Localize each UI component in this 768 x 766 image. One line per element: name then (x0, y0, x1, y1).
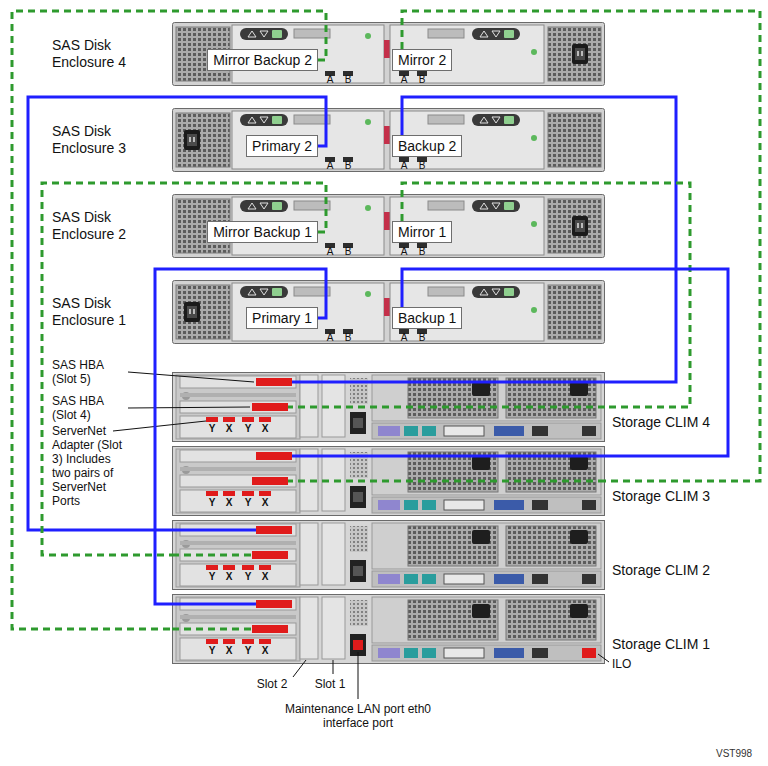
port-letter: B (419, 160, 426, 172)
controller-label: Mirror 2 (392, 49, 452, 71)
controller-label: Backup 2 (392, 135, 462, 157)
controller-name: Mirror 2 (398, 52, 446, 68)
controller-name: Backup 1 (398, 310, 456, 326)
port-letter: A (401, 246, 408, 258)
port-letter: A (327, 246, 334, 258)
disk-enclosure: Primary 2Backup 2SAS Disk Enclosure 3 (172, 108, 605, 172)
clim-name: Storage CLIM 3 (612, 488, 710, 504)
port-letter: A (401, 332, 408, 344)
port-letter: X (226, 645, 233, 657)
lan-port (353, 640, 363, 650)
port-letter: Y (245, 645, 252, 657)
port-letter: B (345, 160, 352, 172)
callout-text: Slot 1 (315, 677, 346, 691)
port-letter: X (226, 571, 233, 583)
power-socket (572, 44, 588, 64)
port-letter: Y (245, 497, 252, 509)
controller-label: Mirror Backup 2 (207, 49, 318, 71)
enclosure-name: SAS Disk Enclosure 1 (52, 295, 148, 329)
controller-name: Backup 2 (398, 138, 456, 154)
port-letter: X (262, 571, 269, 583)
callout-text: SAS HBA (Slot 4) (52, 394, 124, 422)
sas-cable (155, 269, 326, 604)
controller-label: Primary 2 (246, 135, 318, 157)
port-letter: Y (209, 423, 216, 435)
port-letter: B (345, 332, 352, 344)
port-letter: Y (209, 497, 216, 509)
port-letter: X (262, 423, 269, 435)
port-letter: B (345, 74, 352, 86)
port-letter: A (327, 160, 334, 172)
sas-mirror-cable (12, 11, 326, 629)
disk-enclosure-drawing (173, 195, 605, 258)
cable-stub (172, 407, 605, 629)
controller-name: Mirror Backup 2 (213, 52, 312, 68)
controller-label: Backup 1 (392, 307, 462, 329)
port-letter: B (345, 246, 352, 258)
callout-text: SAS HBA (Slot 5) (52, 358, 124, 386)
disk-enclosure: Mirror Backup 1Mirror 1SAS Disk Enclosur… (172, 194, 605, 258)
cable-stub (172, 382, 605, 604)
callout-text: Slot 2 (257, 677, 288, 691)
power-socket (184, 130, 200, 150)
storage-clim: Storage CLIM 4 (172, 372, 605, 442)
controller-name: Mirror 1 (398, 224, 446, 240)
disk-enclosure: Primary 1Backup 1SAS Disk Enclosure 1 (172, 280, 605, 344)
enclosure-name: SAS Disk Enclosure 2 (52, 209, 148, 243)
callout-text: ServerNet Adapter (Slot 3) Includes two … (52, 424, 124, 508)
controller-label: Primary 1 (246, 307, 318, 329)
clim-drawing (173, 521, 605, 590)
port-letter: A (401, 160, 408, 172)
clim-name: Storage CLIM 2 (612, 562, 710, 578)
clim-name: Storage CLIM 1 (612, 636, 710, 652)
port-letter: B (419, 74, 426, 86)
port-letter: A (401, 74, 408, 86)
sas-mirror-cable (402, 183, 690, 407)
controller-name: Mirror Backup 1 (213, 224, 312, 240)
port-letter: Y (209, 571, 216, 583)
ilo-port (582, 648, 596, 658)
port-letter: Y (245, 423, 252, 435)
sas-cable (28, 97, 326, 530)
sas-mirror-cable (402, 11, 760, 481)
power-socket (572, 216, 588, 236)
port-letter: A (327, 74, 334, 86)
port-letter: B (419, 246, 426, 258)
port-letter: X (226, 423, 233, 435)
sas-mirror-cable (42, 183, 326, 555)
clim-drawing (173, 447, 605, 516)
storage-clim: Storage CLIM 3 (172, 446, 605, 516)
disk-enclosure-drawing (173, 281, 605, 344)
power-socket (184, 302, 200, 322)
disk-enclosure: Mirror Backup 2Mirror 2SAS Disk Enclosur… (172, 22, 605, 86)
port-letter: X (262, 497, 269, 509)
enclosure-name: SAS Disk Enclosure 3 (52, 123, 148, 157)
sas-cable (402, 269, 728, 456)
port-letter: X (226, 497, 233, 509)
controller-name: Primary 1 (252, 310, 312, 326)
storage-clim: Storage CLIM 2 (172, 520, 605, 590)
port-letter: B (419, 332, 426, 344)
figure-id: VST998 (716, 748, 752, 760)
port-letter: X (262, 645, 269, 657)
disk-enclosure-drawing (173, 109, 605, 172)
storage-clim: Storage CLIM 1 (172, 594, 605, 664)
clim-name: Storage CLIM 4 (612, 414, 710, 430)
callout-text: Maintenance LAN port eth0 interface port (278, 702, 438, 730)
enclosure-name: SAS Disk Enclosure 4 (52, 37, 148, 71)
port-letter: A (327, 332, 334, 344)
controller-name: Primary 2 (252, 138, 312, 154)
controller-label: Mirror 1 (392, 221, 452, 243)
disk-enclosure-drawing (173, 23, 605, 86)
port-letter: Y (209, 645, 216, 657)
clim-drawing (173, 595, 605, 664)
port-letter: Y (245, 571, 252, 583)
callout-text: ILO (612, 657, 631, 671)
controller-label: Mirror Backup 1 (207, 221, 318, 243)
leader-line (113, 372, 609, 699)
